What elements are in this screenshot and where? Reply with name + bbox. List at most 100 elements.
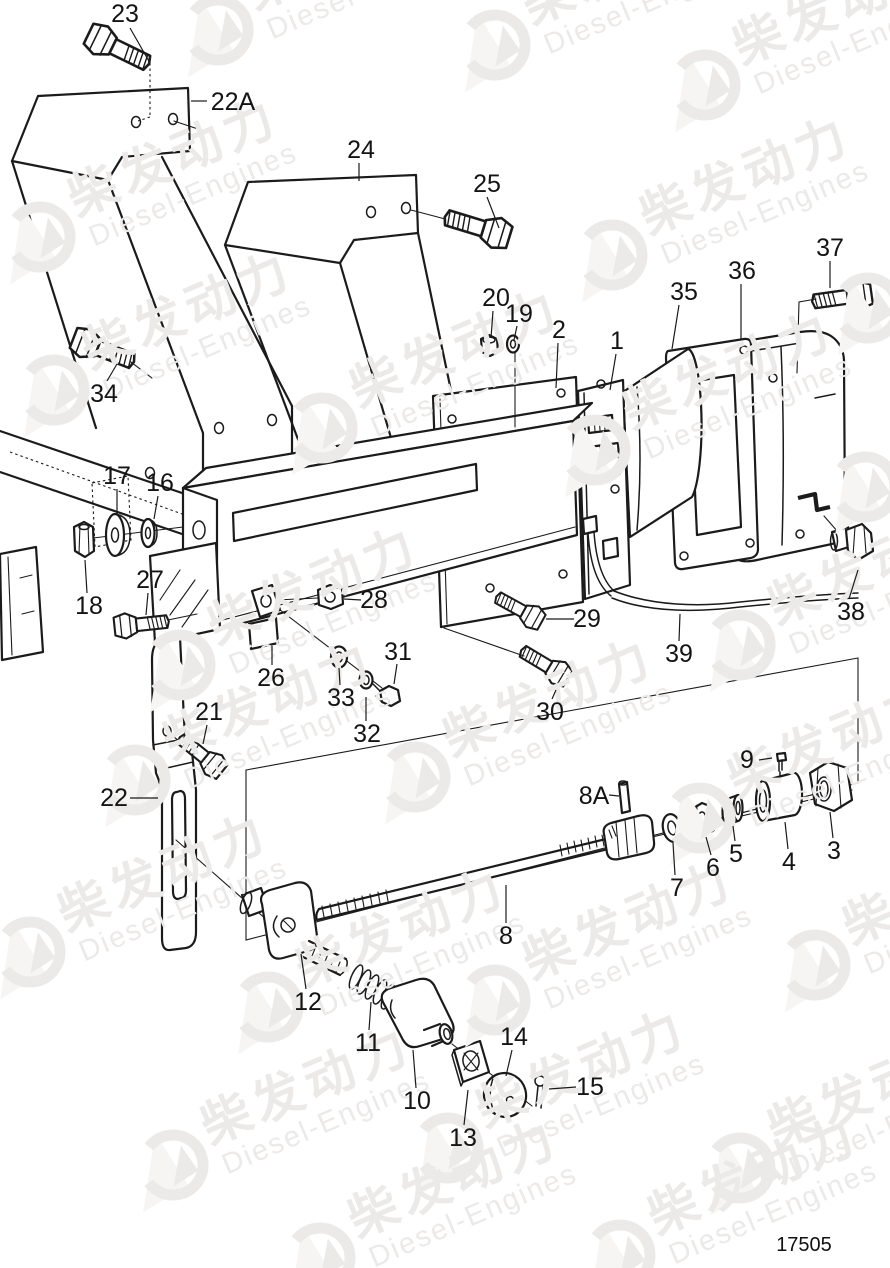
callout-8A: 8A bbox=[579, 782, 620, 810]
watermark-logo-ring-icon bbox=[182, 0, 254, 66]
left-rail bbox=[0, 429, 187, 662]
reference-plane bbox=[245, 657, 859, 941]
callout-leader-line bbox=[300, 953, 307, 990]
callout-leader-line bbox=[412, 1049, 417, 1089]
callout-label: 10 bbox=[403, 1087, 431, 1115]
callout-label: 9 bbox=[740, 746, 754, 774]
callout-label: 7 bbox=[670, 874, 684, 902]
part-bolt-25 bbox=[438, 200, 516, 254]
watermark-logo-inner-triangle-icon bbox=[740, 1148, 766, 1190]
watermark-logo-inner-triangle-icon bbox=[30, 932, 56, 974]
callout-12: 12 bbox=[294, 953, 322, 1016]
callout-23: 23 bbox=[111, 0, 151, 64]
watermark-logo-inner-triangle-icon bbox=[705, 65, 731, 107]
callout-leader-line bbox=[609, 353, 617, 391]
callout-27: 27 bbox=[136, 566, 164, 616]
callout-label: 2 bbox=[552, 316, 566, 344]
callout-label: 37 bbox=[816, 234, 844, 262]
drawing-number: 17505 bbox=[776, 1234, 832, 1256]
watermark-cjk-text: 柴发动力 bbox=[834, 815, 890, 956]
part-bracket-26-group bbox=[247, 583, 402, 708]
callout-3: 3 bbox=[827, 811, 841, 865]
callout-37: 37 bbox=[816, 234, 844, 288]
callout-33: 33 bbox=[327, 667, 355, 712]
callout-17: 17 bbox=[103, 462, 131, 514]
callout-label: 38 bbox=[837, 598, 865, 626]
callout-5: 5 bbox=[729, 825, 743, 868]
callout-leader-line bbox=[848, 569, 859, 600]
callout-leader-line bbox=[678, 613, 681, 642]
watermark-logo-inner-triangle-icon bbox=[495, 25, 521, 67]
callout-16: 16 bbox=[146, 469, 174, 520]
watermark-logo-inner-triangle-icon bbox=[54, 370, 80, 412]
callout-label: 4 bbox=[782, 848, 796, 876]
callout-leader-line bbox=[486, 196, 500, 229]
watermark-logo-triangle-icon bbox=[290, 1226, 335, 1268]
callout-label: 1 bbox=[610, 327, 624, 355]
watermark-logo-inner-triangle-icon bbox=[268, 987, 294, 1029]
callout-label: 29 bbox=[573, 605, 601, 633]
watermark-logo-inner-triangle-icon bbox=[415, 757, 441, 799]
part-bolt-23 bbox=[80, 18, 158, 80]
bolt-27-link-line bbox=[167, 613, 198, 621]
callout-label: 28 bbox=[360, 586, 388, 614]
watermark-logo-ring-icon bbox=[829, 451, 890, 523]
watermark-logo-ring-icon bbox=[704, 609, 776, 681]
callout-39: 39 bbox=[665, 613, 693, 668]
callout-leader-line bbox=[548, 1086, 577, 1090]
callout-leader-line bbox=[671, 304, 680, 350]
callout-label: 39 bbox=[665, 640, 693, 668]
watermark-logo-inner-triangle-icon bbox=[595, 430, 621, 472]
callout-9: 9 bbox=[740, 746, 773, 774]
callout-11: 11 bbox=[355, 1001, 381, 1057]
callout-label: 19 bbox=[505, 300, 533, 328]
watermark-latin-text: Diesel-Engines bbox=[262, 0, 480, 46]
bolt-34-link-line bbox=[130, 361, 153, 379]
watermark-logo-inner-triangle-icon bbox=[740, 625, 766, 667]
watermark-logo-inner-triangle-icon bbox=[40, 217, 66, 259]
callout-leader-line bbox=[608, 794, 620, 797]
callout-label: 35 bbox=[670, 278, 698, 306]
callout-label: 5 bbox=[729, 840, 743, 868]
callout-leader-line bbox=[145, 592, 149, 616]
callout-leader-line bbox=[784, 821, 789, 850]
callout-label: 36 bbox=[728, 257, 756, 285]
callout-label: 20 bbox=[482, 284, 510, 312]
callout-label: 21 bbox=[195, 698, 223, 726]
callout-36: 36 bbox=[728, 257, 756, 340]
callout-22A: 22A bbox=[191, 88, 256, 116]
watermark-logo-inner-triangle-icon bbox=[868, 288, 890, 330]
callout-label: 18 bbox=[75, 592, 103, 620]
watermark-logo-ring-icon bbox=[704, 1132, 776, 1204]
callout-24: 24 bbox=[347, 136, 375, 181]
callout-25: 25 bbox=[473, 170, 501, 229]
callout-leader-line bbox=[393, 663, 398, 685]
callout-label: 25 bbox=[473, 170, 501, 198]
callout-18: 18 bbox=[75, 559, 103, 620]
callout-label: 12 bbox=[294, 988, 322, 1016]
callout-label: 16 bbox=[146, 469, 174, 497]
watermark-logo-inner-triangle-icon bbox=[135, 760, 161, 802]
watermark-logo-inner-triangle-icon bbox=[320, 1238, 346, 1268]
callout-leader-line bbox=[84, 559, 88, 594]
bolt-37-link-line bbox=[796, 298, 817, 374]
part-nut-20-washer-19 bbox=[479, 333, 521, 428]
watermark-cjk-text: 柴发动力 bbox=[884, 337, 890, 478]
part-linkage-group bbox=[239, 881, 546, 1119]
callout-38: 38 bbox=[837, 569, 865, 626]
callout-label: 32 bbox=[353, 720, 381, 748]
part-nut18-washers bbox=[72, 512, 184, 559]
callout-label: 14 bbox=[500, 1023, 528, 1051]
callout-leader-line bbox=[505, 1049, 513, 1077]
watermark-logo-ring-icon bbox=[559, 414, 631, 486]
callout-leader-line bbox=[338, 667, 341, 686]
callout-14: 14 bbox=[500, 1023, 528, 1077]
callout-label: 26 bbox=[257, 664, 285, 692]
watermark-logo-ring-icon bbox=[779, 929, 851, 1001]
callout-leader-line bbox=[490, 310, 494, 339]
callout-leader-line bbox=[758, 757, 773, 761]
